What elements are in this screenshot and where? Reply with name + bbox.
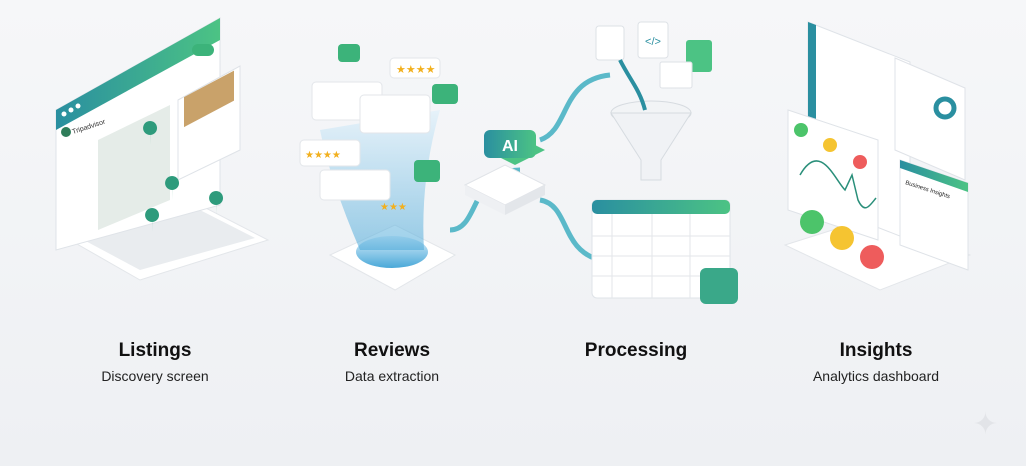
happy-face-icon: [800, 210, 824, 234]
map-pin-icon: [165, 176, 180, 200]
donut-chart: [933, 96, 957, 120]
insights-illustration: Business Insights: [783, 21, 972, 291]
chat-bubble-icon: [414, 160, 440, 182]
stage-subtitle: Data extraction: [344, 368, 440, 384]
stage-listings: Listings Discovery screen: [55, 340, 255, 384]
star-rating-icon: ★★★★: [396, 64, 436, 76]
neutral-face-icon: [830, 226, 854, 250]
funnel-icon: [610, 112, 692, 181]
stage-title: Insights: [839, 340, 913, 361]
map-pin-icon: [209, 191, 224, 215]
star-rating-icon: ★★★★: [305, 150, 341, 161]
stage-insights: Insights Analytics dashboard: [776, 340, 976, 384]
stage-subtitle: Analytics dashboard: [812, 368, 940, 384]
map-pin-icon: [145, 208, 160, 232]
review-card: [359, 94, 431, 134]
code-file-icon: [637, 21, 669, 59]
tripadvisor-logo: [61, 127, 71, 137]
reviews-illustration: ★★★★ ★★★★ ★★★: [299, 44, 458, 291]
svg-text:</>: </>: [645, 36, 661, 48]
stage-processing: Processing: [536, 340, 736, 362]
sad-face-icon: [853, 155, 867, 169]
stage-reviews: Reviews Data extraction: [292, 340, 492, 384]
chat-bubble-icon: [432, 84, 458, 104]
review-card: [299, 139, 361, 167]
sparkle-icon: ✦: [972, 408, 998, 441]
processing-illustration: AI </>: [449, 21, 738, 304]
search-icon[interactable]: [192, 44, 214, 56]
ai-chip: [484, 130, 536, 158]
stage-title: Listings: [118, 340, 192, 361]
happy-face-icon: [794, 123, 808, 137]
stage-title: Reviews: [353, 340, 431, 361]
database-icon: [700, 268, 738, 304]
review-card: [319, 169, 391, 201]
spreadsheet-icon: [659, 61, 693, 89]
map-pin-icon: [143, 121, 158, 145]
rating-card: [389, 57, 441, 79]
stage-title: Processing: [584, 340, 688, 361]
neutral-face-icon: [823, 138, 837, 152]
sentiment-trend-line: [799, 160, 877, 209]
svg-text:AI: AI: [502, 138, 518, 155]
listings-illustration: Tripadvisor: [55, 17, 270, 281]
chat-bubble-icon: [338, 44, 360, 62]
sad-face-icon: [860, 245, 884, 269]
stage-subtitle: Discovery screen: [101, 368, 209, 384]
star-rating-icon: ★★★: [380, 202, 407, 213]
file-icon: [595, 25, 625, 61]
